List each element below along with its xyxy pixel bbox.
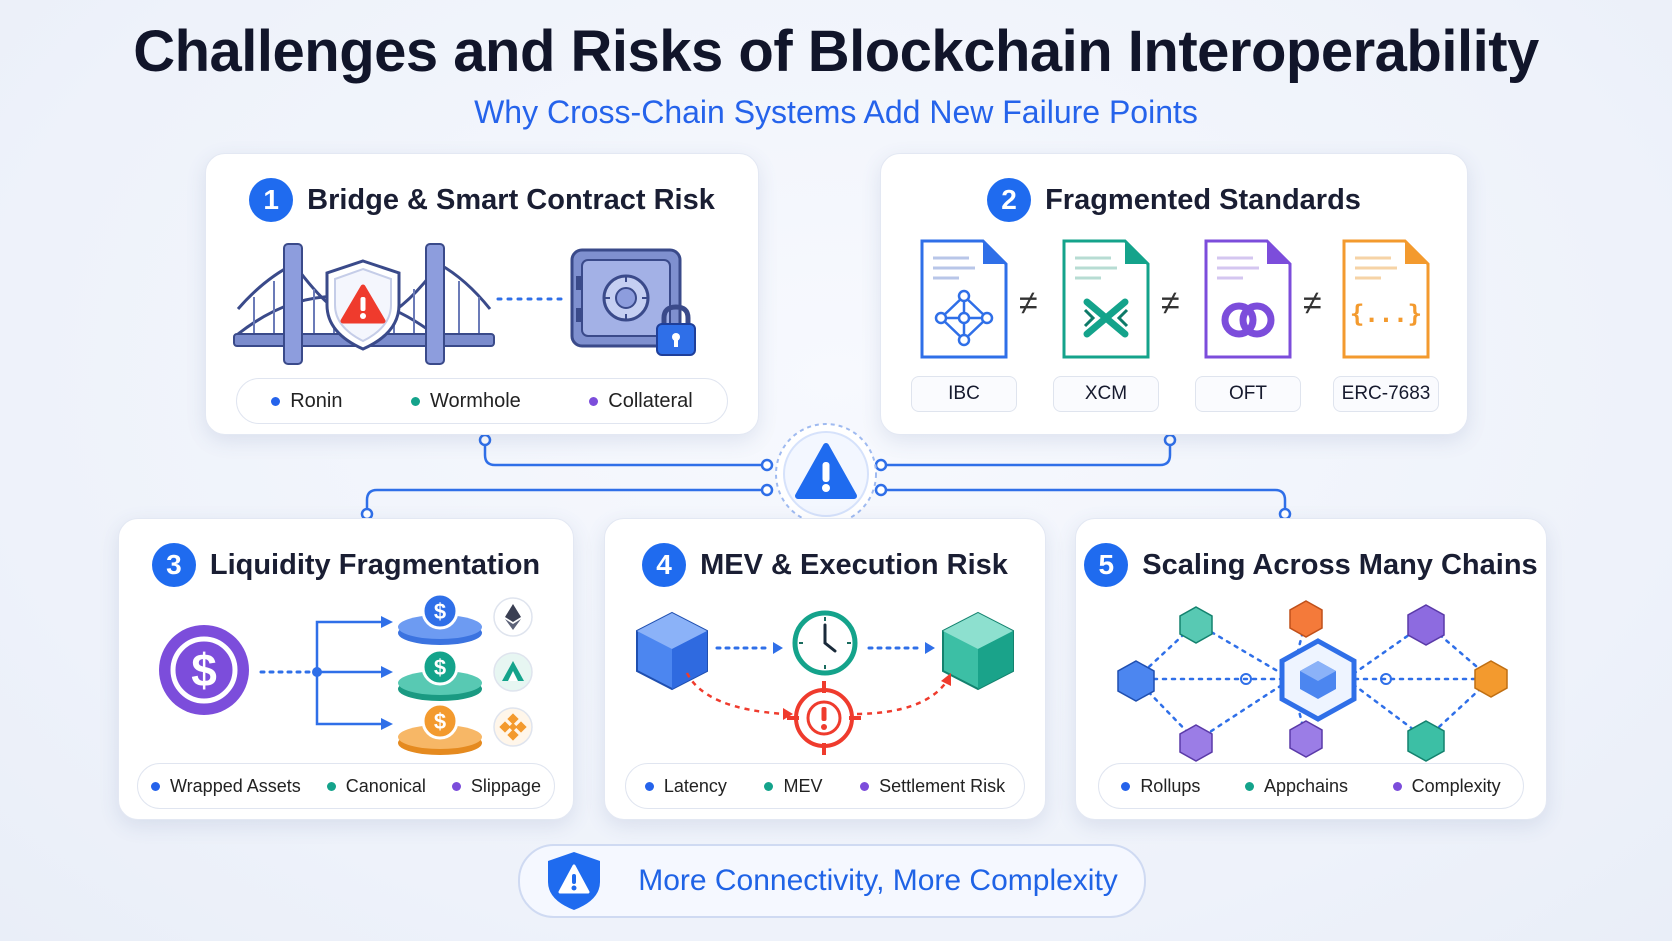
card-header: 4 MEV & Execution Risk [605, 543, 1045, 587]
tag-label: Wormhole [429, 389, 521, 412]
card-header: 5 Scaling Across Many Chains [1076, 543, 1546, 587]
xcm-document-icon [1062, 239, 1150, 359]
not-equal-symbol: ≠ [1019, 284, 1038, 322]
tag-item: Wrapped Assets [151, 776, 301, 797]
coin-symbol: $ [433, 709, 447, 734]
card-liquidity-fragmentation: 3 Liquidity Fragmentation $ $ $ $ [118, 518, 574, 820]
vault-icon [570, 248, 682, 348]
tag-item: Collateral [589, 389, 693, 413]
not-equal-symbol: ≠ [1161, 284, 1180, 322]
card-fragmented-standards: 2 Fragmented Standards ≠ ≠ ≠ {...} IBC X… [880, 153, 1468, 435]
card-number: 3 [151, 543, 196, 587]
card-header: 2 Fragmented Standards [881, 178, 1467, 222]
card-title: Fragmented Standards [1045, 183, 1361, 216]
tag-item: Rollups [1121, 776, 1200, 797]
card-number: 4 [642, 543, 687, 587]
card-header: 1 Bridge & Smart Contract Risk [206, 178, 758, 222]
warning-shield-icon [548, 852, 601, 910]
warning-shield-icon [325, 259, 401, 351]
standard-label: IBC [911, 376, 1017, 412]
card-number: 5 [1084, 543, 1129, 587]
tag-label: Complexity [1411, 775, 1501, 796]
bnb-icon [493, 707, 533, 747]
red-dashed-paths [685, 672, 951, 720]
tag-label: Rollups [1140, 775, 1201, 796]
tag-label: Latency [663, 775, 727, 796]
tag-item: MEV [764, 775, 823, 797]
ethereum-icon [493, 597, 533, 637]
tag-row: Rollups Appchains Complexity [1098, 763, 1524, 809]
tag-label: Appchains [1263, 775, 1349, 796]
ibc-document-icon [920, 239, 1008, 359]
usdc-coin-icon: $ [157, 623, 251, 717]
blue-block-icon [636, 611, 708, 691]
warning-triangle-icon [775, 423, 877, 525]
not-equal-symbol: ≠ [1303, 284, 1322, 322]
card-title: Liquidity Fragmentation [209, 548, 541, 581]
tag-label: MEV [783, 775, 823, 796]
card-number: 1 [249, 178, 294, 222]
standard-label: ERC-7683 [1333, 376, 1439, 412]
card-title: MEV & Execution Risk [700, 548, 1008, 581]
tag-label: Slippage [470, 775, 541, 796]
tag-row: Wrapped Assets Canonical Slippage [137, 763, 555, 809]
card-header: 3 Liquidity Fragmentation [119, 543, 573, 587]
dotted-link [715, 642, 783, 654]
center-warning [774, 422, 878, 526]
standard-label: OFT [1195, 376, 1301, 412]
tag-item: Appchains [1244, 775, 1349, 797]
banner-text: More Connectivity, More Complexity [638, 864, 1118, 897]
coin-body [159, 625, 249, 715]
coin-symbol: $ [191, 644, 217, 696]
teal-block-icon [942, 611, 1014, 691]
tag-item: Latency [644, 775, 727, 797]
card-bridge-risk: 1 Bridge & Smart Contract Risk [205, 153, 759, 435]
erc-glyph: {...} [1349, 300, 1423, 328]
oft-document-icon [1204, 239, 1292, 359]
tag-item: Slippage [451, 775, 541, 797]
target-warning-icon [787, 681, 861, 755]
split-arrows [259, 616, 393, 730]
dotted-link [496, 297, 566, 301]
lock-icon [656, 304, 696, 356]
tag-label: Canonical [345, 775, 426, 796]
bottom-banner: More Connectivity, More Complexity [518, 844, 1146, 918]
tag-label: Wrapped Assets [170, 775, 301, 796]
tag-label: Settlement Risk [879, 775, 1006, 796]
standard-label: XCM [1053, 376, 1159, 412]
tag-label: Collateral [608, 389, 693, 412]
erc-document-icon: {...} [1341, 238, 1431, 360]
coin-symbol: $ [433, 655, 447, 680]
card-mev-execution-risk: 4 MEV & Execution Risk Latency MEV Settl… [604, 518, 1046, 820]
coin-stack-art [398, 592, 482, 755]
page-title: Challenges and Risks of Blockchain Inter… [133, 19, 1539, 84]
tag-row: Ronin Wormhole Collateral [236, 378, 728, 424]
card-scaling-many-chains: 5 Scaling Across Many Chains Rollups App… [1075, 518, 1547, 820]
clock-icon [792, 610, 858, 676]
dotted-link [867, 642, 935, 654]
card-number: 2 [987, 178, 1032, 222]
tag-item: Settlement Risk [860, 776, 1005, 797]
coin-symbol: $ [433, 599, 447, 624]
tag-row: Latency MEV Settlement Risk [625, 763, 1025, 809]
arbitrum-icon [493, 652, 533, 692]
network-cube-icon [1117, 600, 1508, 762]
tag-item: Ronin [271, 389, 343, 413]
tag-label: Ronin [290, 389, 343, 412]
card-title: Bridge & Smart Contract Risk [307, 183, 715, 216]
page-subtitle: Why Cross-Chain Systems Add New Failure … [474, 94, 1198, 130]
document-outline [1342, 239, 1430, 359]
tag-item: Wormhole [410, 389, 521, 413]
tag-item: Canonical [326, 775, 426, 797]
coin-stack-icon: $ $ $ [395, 589, 485, 757]
card-title: Scaling Across Many Chains [1142, 548, 1538, 581]
tag-item: Complexity [1392, 775, 1501, 797]
